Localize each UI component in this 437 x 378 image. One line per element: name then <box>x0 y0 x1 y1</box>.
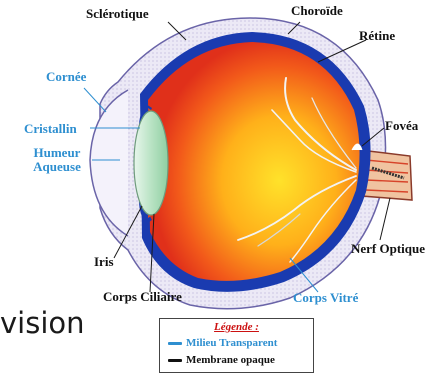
label-retine: Rétine <box>359 29 395 43</box>
label-humeur-line2: Aqueuse <box>24 160 90 174</box>
label-cornee: Cornée <box>46 70 86 84</box>
label-corps-vitre: Corps Vitré <box>293 291 358 305</box>
crystalline-lens <box>134 111 168 215</box>
legend-label-transparent: Milieu Transparent <box>186 337 277 349</box>
legend-box: Légende : Milieu Transparent Membrane op… <box>159 318 314 373</box>
label-corps-ciliaire: Corps Ciliaire <box>103 290 182 304</box>
label-nerf-optique: Nerf Optique <box>351 242 425 256</box>
legend-swatch-opaque <box>168 359 182 362</box>
label-fovea: Fovéa <box>385 119 418 133</box>
label-choroide: Choroïde <box>291 4 343 18</box>
label-iris: Iris <box>94 255 114 269</box>
legend-item-opaque: Membrane opaque <box>168 353 275 367</box>
label-humeur-line1: Humeur <box>24 146 90 160</box>
label-humeur-aqueuse: Humeur Aqueuse <box>24 146 90 174</box>
label-sclerotique: Sclérotique <box>86 7 149 21</box>
vision-caption: vision <box>0 306 85 340</box>
legend-title: Légende : <box>160 321 313 333</box>
label-cristallin: Cristallin <box>24 122 77 136</box>
legend-label-opaque: Membrane opaque <box>186 354 275 366</box>
legend-swatch-transparent <box>168 342 182 345</box>
legend-item-transparent: Milieu Transparent <box>168 336 277 350</box>
cornea <box>90 90 128 236</box>
